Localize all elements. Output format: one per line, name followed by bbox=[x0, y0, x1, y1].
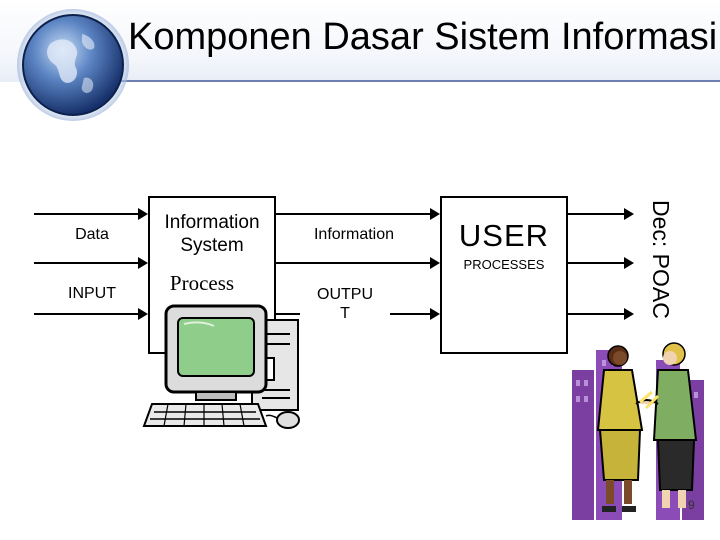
output-arrow-line-2 bbox=[274, 262, 432, 264]
output-data-label: Information bbox=[313, 226, 395, 243]
input-data-label: Data bbox=[75, 226, 109, 243]
output-data-plate bbox=[296, 220, 412, 252]
page-number: 9 bbox=[688, 498, 695, 512]
input-arrow-line-3 bbox=[34, 313, 140, 315]
process-title-line2: System bbox=[180, 235, 244, 256]
slide-title: Komponen Dasar Sistem Informasi bbox=[128, 16, 718, 58]
output-arrowhead-3 bbox=[430, 308, 440, 320]
business-handshake-clipart bbox=[572, 342, 704, 520]
computer-clipart bbox=[142, 304, 300, 429]
user-arrow-line-2 bbox=[566, 262, 626, 264]
output-label-plate bbox=[300, 282, 390, 324]
input-arrowhead-2 bbox=[138, 257, 148, 269]
header-rule bbox=[118, 80, 720, 82]
input-arrowhead-1 bbox=[138, 208, 148, 220]
output-arrow-line-1 bbox=[274, 213, 432, 215]
output-arrowhead-2 bbox=[430, 257, 440, 269]
user-arrowhead-3 bbox=[624, 308, 634, 320]
user-arrowhead-2 bbox=[624, 257, 634, 269]
user-arrowhead-1 bbox=[624, 208, 634, 220]
input-data-plate bbox=[52, 220, 132, 252]
output-arrowhead-1 bbox=[430, 208, 440, 220]
output-label-line1: OUTPU bbox=[317, 286, 373, 303]
side-label: Dec: POAC bbox=[648, 200, 674, 319]
input-arrowhead-3 bbox=[138, 308, 148, 320]
input-arrow-line-2 bbox=[34, 262, 140, 264]
input-label-plate bbox=[52, 276, 132, 310]
user-box bbox=[440, 196, 568, 354]
globe-icon bbox=[17, 9, 129, 121]
input-arrow-line-1 bbox=[34, 213, 140, 215]
output-label-line2: T bbox=[340, 305, 350, 322]
process-label: Process bbox=[169, 271, 235, 295]
user-subtitle: PROCESSES bbox=[463, 257, 545, 272]
user-arrow-line-1 bbox=[566, 213, 626, 215]
input-label: INPUT bbox=[68, 285, 116, 302]
process-title-line1: Information bbox=[164, 212, 260, 233]
user-arrow-line-3 bbox=[566, 313, 626, 315]
user-title: USER bbox=[458, 218, 550, 253]
